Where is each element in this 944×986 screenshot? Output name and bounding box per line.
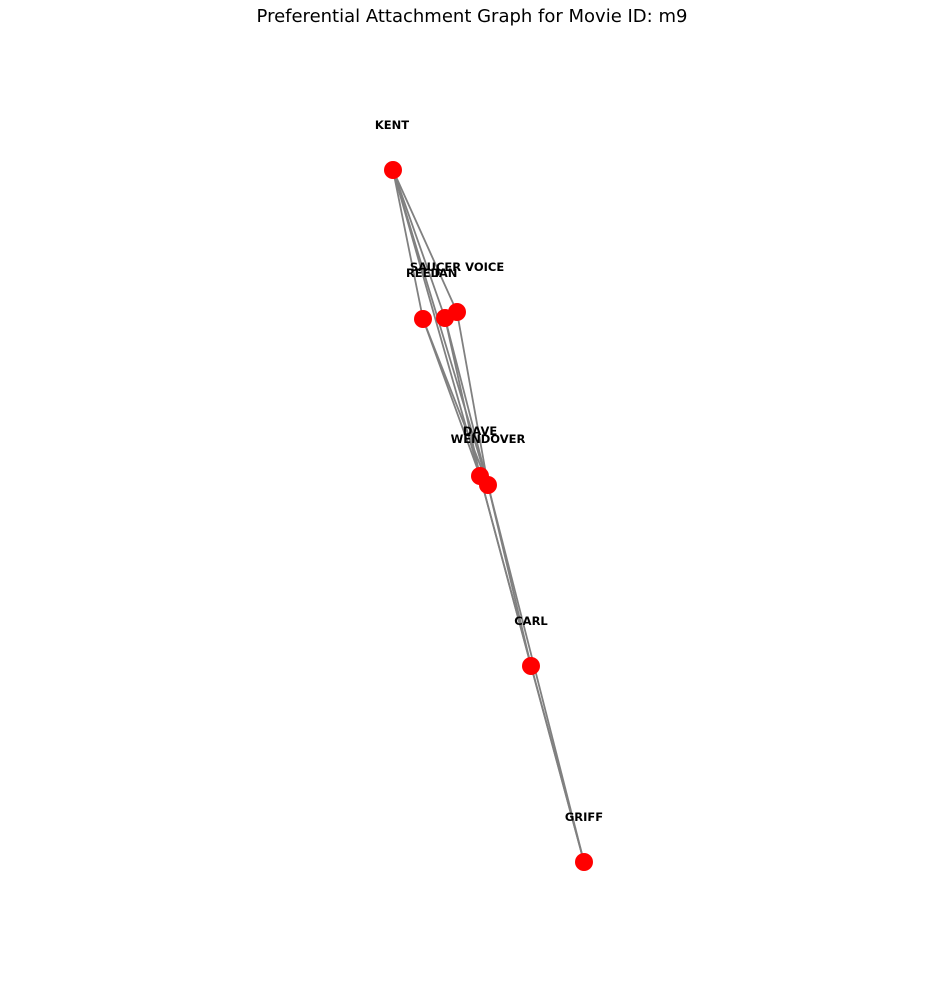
edge-kent-reed (392, 169, 424, 320)
node-wendover (479, 476, 497, 494)
graph-title: Preferential Attachment Graph for Movie … (256, 6, 688, 27)
node-griff (575, 853, 593, 871)
node-label-wendover: WENDOVER (451, 432, 526, 446)
edges-layer (392, 169, 585, 863)
node-label-carl: CARL (514, 614, 548, 628)
edge-wendover-griff (487, 484, 585, 863)
node-reed (414, 310, 432, 328)
edge-kent-wendover (392, 169, 489, 486)
edge-ian-wendover (444, 317, 489, 486)
node-ian (436, 309, 454, 327)
node-carl (522, 657, 540, 675)
node-kent (384, 161, 402, 179)
node-label-dave: DAVE (463, 424, 498, 438)
node-label-griff: GRIFF (565, 810, 603, 824)
edge-carl-griff (530, 665, 585, 863)
node-label-kent: KENT (375, 118, 409, 132)
edge-ian-dave (444, 317, 481, 477)
edge-kent-ian (392, 169, 446, 319)
node-label-saucer-voice: SAUCER VOICE (410, 260, 505, 274)
edge-reed-wendover (422, 318, 489, 486)
edge-kent-saucer-voice (392, 169, 458, 313)
node-label-reed: REED (406, 266, 440, 280)
node-label-ian: IAN (435, 266, 458, 280)
edge-saucer-voice-wendover (456, 311, 489, 486)
nodes-layer (384, 161, 593, 871)
